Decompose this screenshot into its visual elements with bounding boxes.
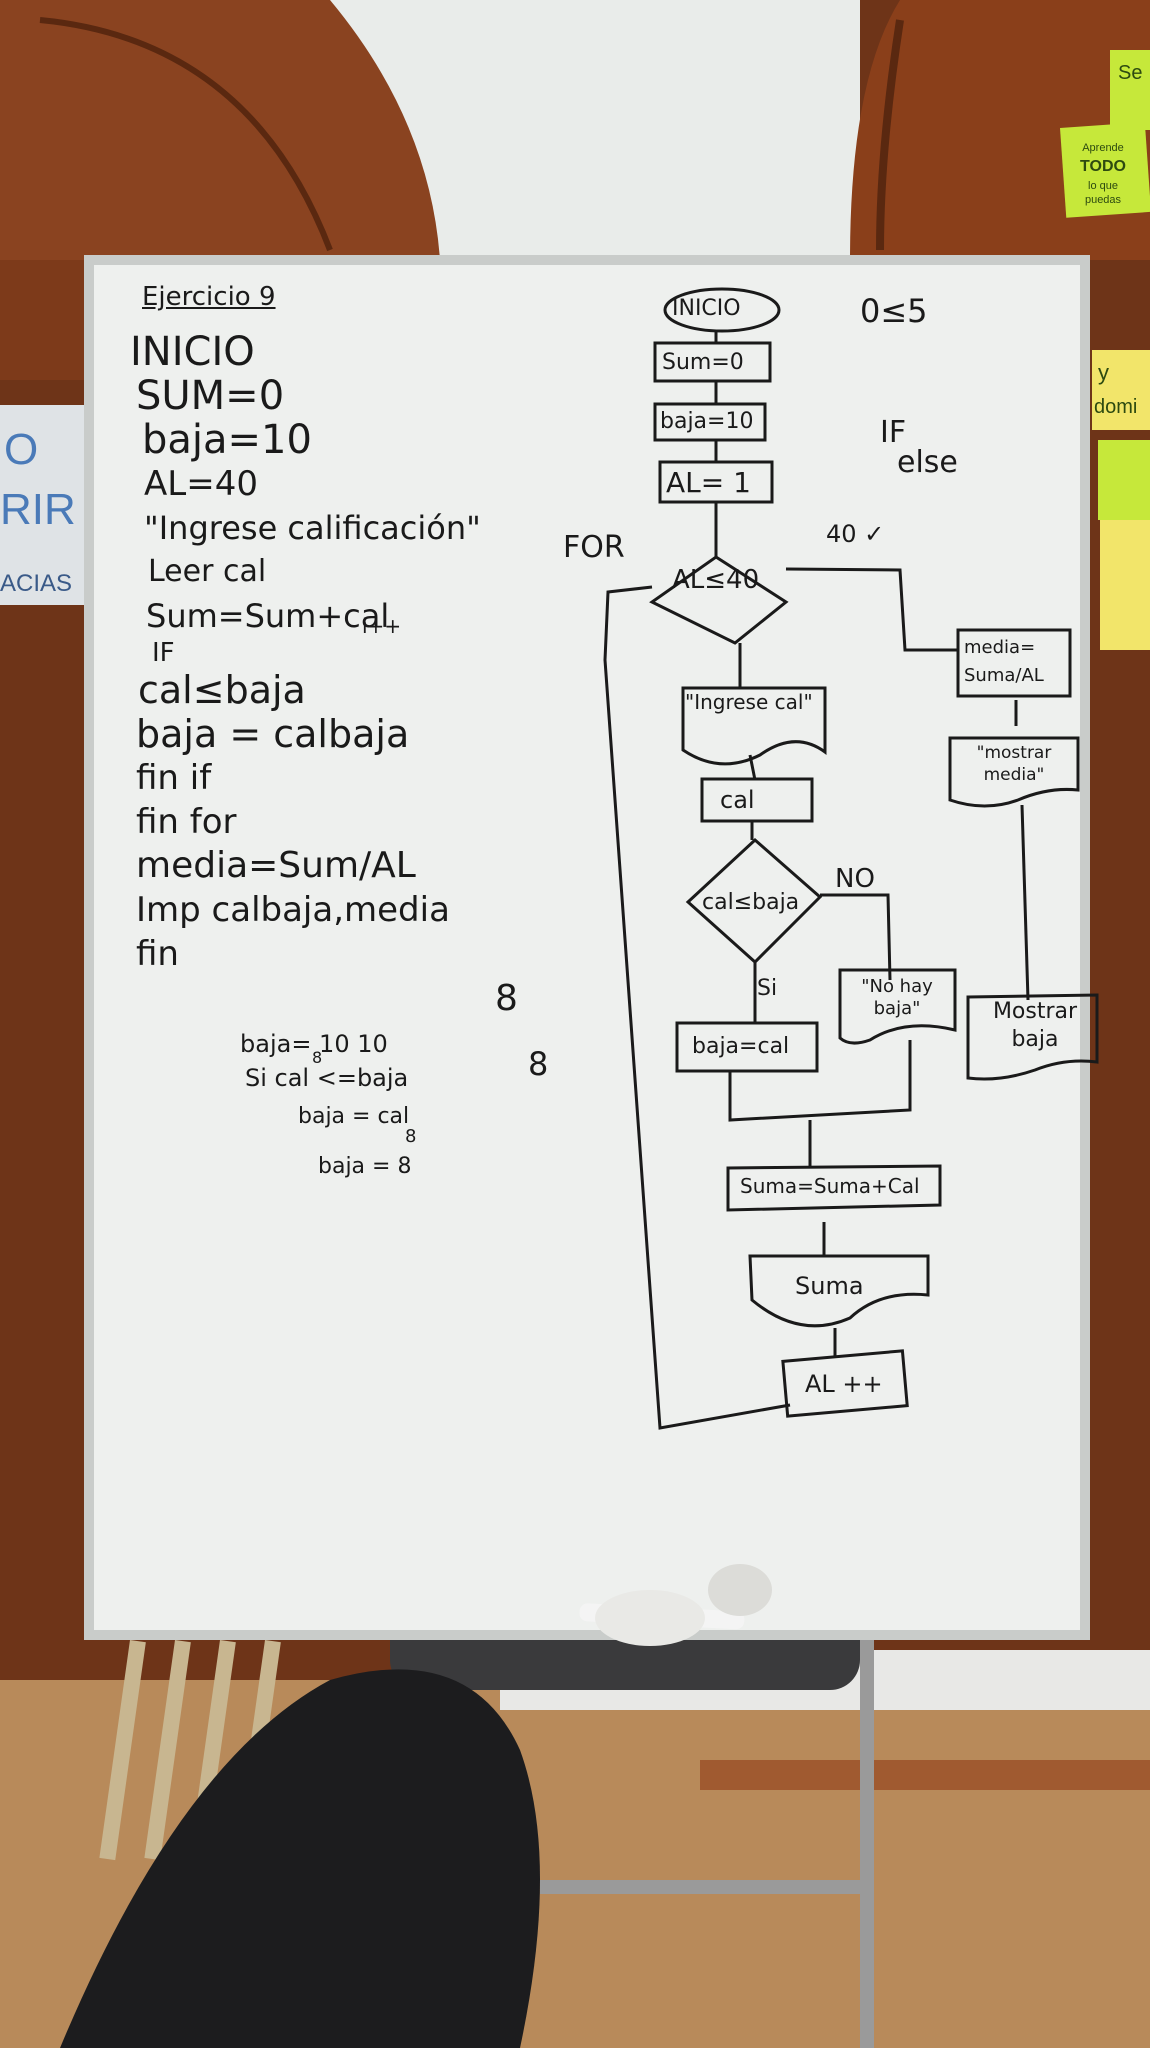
else-label: else xyxy=(897,445,958,480)
inicio-label: INICIO xyxy=(672,296,741,321)
suma-calc-io xyxy=(726,1164,942,1212)
si-label: Si xyxy=(757,976,778,1001)
pseudocode-line: cal≤baja xyxy=(138,668,306,712)
al-init-label: AL= 1 xyxy=(666,466,751,499)
mostrar-media-document xyxy=(948,736,1080,808)
pseudocode-line: fin for xyxy=(136,802,237,842)
pseudocode-line: baja=10 xyxy=(142,417,312,463)
pseudocode-line: Sum=Sum+cal xyxy=(146,597,390,635)
suma-calc-label: Suma=Suma+Cal xyxy=(740,1174,920,1198)
scratch-line-2: Si cal <=baja xyxy=(245,1064,409,1092)
pseudocode-line: SUM=0 xyxy=(136,373,285,419)
suma-output-label: Suma xyxy=(795,1272,864,1300)
pseudocode-line: Leer cal xyxy=(148,554,267,589)
sticky-note-2-line-1: Aprende xyxy=(1082,142,1124,154)
inicio-terminal xyxy=(663,287,781,333)
scratch-eight-top: 8 xyxy=(495,978,518,1019)
exercise-title: Ejercicio 9 xyxy=(142,282,276,312)
i-plus-plus-note: i++ xyxy=(362,614,402,638)
scratch-eight-right: 8 xyxy=(528,1045,549,1083)
input-document xyxy=(681,686,827,766)
scratch-line-3b: 8 xyxy=(405,1126,417,1147)
sticky-note-2-line-3: lo que xyxy=(1088,180,1118,192)
increment-process xyxy=(781,1349,909,1418)
pseudocode-line: Imp calbaja,media xyxy=(136,890,450,930)
wall-sign-line-3: ACIAS xyxy=(0,570,73,597)
forty-check-note: 40 ✓ xyxy=(826,520,885,548)
scratch-line-4: baja = 8 xyxy=(318,1154,412,1179)
media-calc-process xyxy=(956,628,1072,698)
loop-back-line xyxy=(603,585,791,1430)
media-calc-label: media= Suma/AL xyxy=(964,637,1044,686)
pseudocode-line: baja = calbaja xyxy=(136,712,410,756)
no-baja-label: "No hay baja" xyxy=(861,976,933,1019)
if-label: IF xyxy=(880,415,907,450)
cal-cond-label: cal≤baja xyxy=(702,890,800,915)
sticky-note-1-text: Se xyxy=(1118,62,1143,84)
increment-label: AL ++ xyxy=(805,1370,883,1398)
input-label: "Ingrese cal" xyxy=(685,690,813,714)
assign-label: baja=cal xyxy=(692,1034,790,1059)
no-label: NO xyxy=(835,864,875,894)
scratch-line-1b: 8 xyxy=(312,1048,323,1067)
mostrar-baja-label: Mostrar baja xyxy=(992,999,1078,1052)
sticky-note-3-line-2: domi xyxy=(1094,396,1138,418)
pseudocode-line: media=Sum/AL xyxy=(136,845,416,886)
pseudocode-line: fin xyxy=(136,934,179,974)
read-label: cal xyxy=(720,786,755,814)
scratch-line-1: baja= 10 10 xyxy=(240,1030,388,1058)
mostrar-baja-document xyxy=(966,993,1099,1081)
loop-cond-label: AL≤40 xyxy=(672,565,760,595)
no-baja-document xyxy=(838,968,957,1045)
pseudocode-line: IF xyxy=(152,638,175,668)
pseudocode-line: INICIO xyxy=(130,329,255,375)
no-branch-line xyxy=(820,893,892,981)
sticky-note-2-line-4: puedas xyxy=(1084,194,1122,206)
for-label: FOR xyxy=(563,530,625,565)
suma-output-document xyxy=(748,1254,930,1328)
mostrar-media-label: "mostrar media" xyxy=(976,743,1052,785)
merge-line xyxy=(728,1040,912,1122)
wall-sign-line-1: O xyxy=(4,425,39,474)
sticky-note-2-line-2: TODO xyxy=(1080,158,1126,175)
pseudocode-line: "Ingrese calificación" xyxy=(144,509,481,547)
loop-exit-line xyxy=(785,567,958,652)
read-process xyxy=(700,777,814,823)
assign-process xyxy=(675,1021,819,1073)
loop-decision xyxy=(649,555,789,645)
sticky-note-3-line-1: y xyxy=(1098,360,1109,385)
baja-init-process xyxy=(653,402,767,442)
baja-init-label: baja=10 xyxy=(660,409,754,434)
sum-init-process xyxy=(653,341,772,383)
pseudocode-line: fin if xyxy=(136,758,212,798)
wall-sign-line-2: RIR xyxy=(0,485,76,534)
scratch-line-3: baja = cal xyxy=(298,1104,410,1129)
pseudocode-line: AL=40 xyxy=(144,464,258,504)
sum-init-label: Sum=0 xyxy=(662,350,744,375)
pseudocode-block: INICIO SUM=0 baja=10 AL=40 "Ingrese cali… xyxy=(130,330,550,976)
top-right-note: 0≤5 xyxy=(860,292,928,330)
